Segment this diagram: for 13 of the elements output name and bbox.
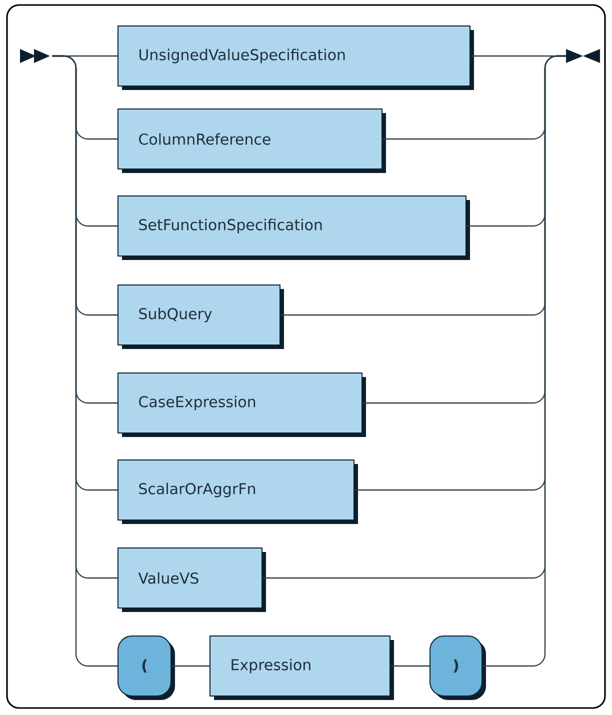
nonterminal-box: ScalarOrAggrFn <box>118 460 358 524</box>
nonterminal-box: ValueVS <box>118 548 266 612</box>
nonterminal-box: SetFunctionSpecification <box>118 196 470 260</box>
nonterminal-box: Expression <box>210 636 394 700</box>
railroad-line <box>390 665 430 667</box>
railroad-line <box>172 665 210 667</box>
nonterminal-box: SubQuery <box>118 284 284 349</box>
nonterminal-box: ColumnReference <box>118 108 386 173</box>
nonterminal-box: UnsignedValueSpecification <box>118 26 474 90</box>
end-marker <box>566 49 600 63</box>
railroad-line <box>482 55 566 667</box>
start-marker <box>20 49 50 63</box>
nonterminal-box: CaseExpression <box>118 372 366 437</box>
